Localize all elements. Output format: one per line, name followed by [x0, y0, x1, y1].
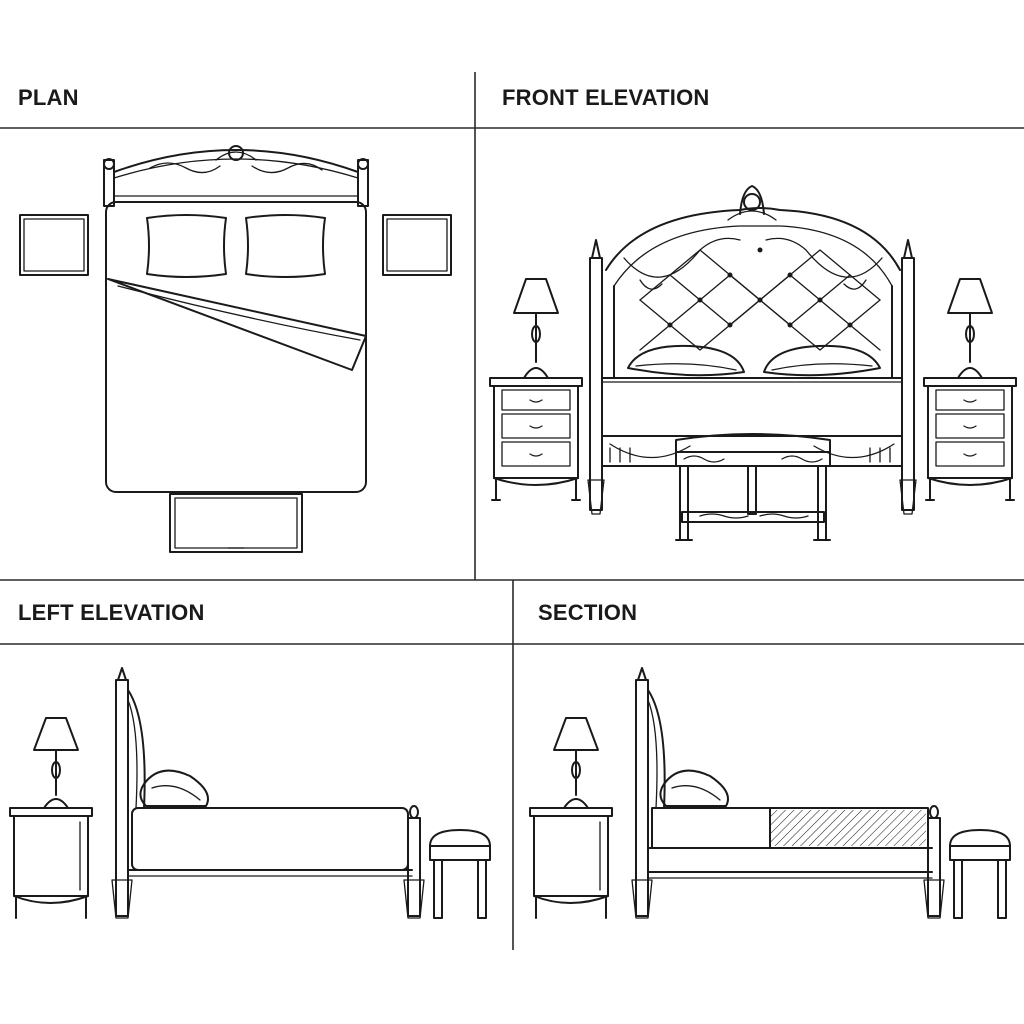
front-bench — [675, 433, 831, 541]
front-elevation-drawing — [489, 185, 1017, 541]
front-lamp-left — [513, 278, 559, 379]
section-headboard — [631, 667, 666, 919]
left-elevation-drawing — [9, 667, 491, 919]
front-lamp-right — [947, 278, 993, 379]
left-lamp — [33, 717, 79, 809]
section-footboard — [923, 805, 945, 919]
front-headboard — [605, 185, 901, 379]
section-mattress — [647, 807, 933, 879]
section-drawing — [529, 667, 1011, 919]
plan-bench — [169, 493, 303, 553]
section-nightstand — [529, 807, 613, 919]
plan-title: PLAN — [18, 85, 79, 110]
section-lamp — [553, 717, 599, 809]
left-nightstand — [9, 807, 93, 919]
plan-nightstand-left — [19, 214, 89, 276]
section-bench — [949, 829, 1011, 919]
left-elevation-title: LEFT ELEVATION — [18, 600, 205, 625]
front-nightstand-right — [923, 377, 1017, 501]
section-title: SECTION — [538, 600, 638, 625]
left-mattress — [127, 807, 413, 877]
left-pillow — [139, 769, 209, 807]
panel-frame — [0, 72, 1024, 950]
front-nightstand-left — [489, 377, 583, 501]
plan-nightstand-right — [382, 214, 452, 276]
front-pillows — [627, 344, 881, 377]
section-pillow — [659, 769, 729, 807]
plan-headboard — [103, 145, 369, 207]
plan-drawing — [19, 145, 452, 553]
left-footboard — [403, 805, 425, 919]
front-elevation-title: FRONT ELEVATION — [502, 85, 710, 110]
left-bench — [429, 829, 491, 919]
plan-mattress — [105, 201, 367, 493]
left-headboard — [111, 667, 146, 919]
